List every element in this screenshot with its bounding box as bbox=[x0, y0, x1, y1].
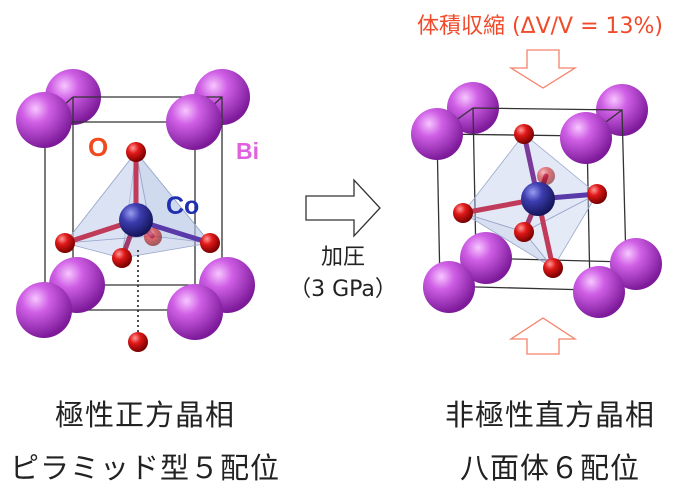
co-atom bbox=[119, 203, 153, 237]
o-atom bbox=[126, 142, 146, 162]
bi-atom bbox=[411, 108, 463, 160]
o-atom bbox=[55, 233, 75, 253]
bi-atom bbox=[167, 284, 223, 340]
down-arrow-icon bbox=[508, 49, 578, 89]
left-caption-coordination: ピラミッド型５配位 bbox=[9, 451, 280, 485]
o-atom bbox=[543, 258, 563, 278]
o-atom bbox=[128, 332, 148, 352]
label-co: Co bbox=[166, 192, 199, 220]
bi-atom bbox=[166, 94, 222, 150]
o-atom bbox=[514, 124, 534, 144]
o-atom bbox=[514, 222, 534, 242]
compression-label: 体積収縮 (ΔV/V = 13%) bbox=[417, 14, 663, 39]
o-atom bbox=[144, 228, 162, 246]
right-structure: 体積収縮 (ΔV/V = 13%) bbox=[411, 14, 663, 355]
o-atom bbox=[453, 203, 473, 223]
bi-atom bbox=[560, 112, 612, 164]
o-atom bbox=[587, 184, 607, 204]
o-atom bbox=[112, 248, 132, 268]
up-arrow-icon bbox=[508, 317, 578, 355]
o-atom bbox=[537, 167, 555, 185]
bi-atom bbox=[16, 282, 72, 338]
left-caption-phase: 極性正方晶相 bbox=[54, 398, 235, 432]
o-atom bbox=[200, 233, 220, 253]
pressure-value: （3 GPa） bbox=[289, 277, 397, 302]
co-atom bbox=[521, 182, 555, 216]
bi-atom bbox=[16, 92, 72, 148]
right-caption-phase: 非極性直方晶相 bbox=[444, 398, 655, 432]
bi-atom bbox=[460, 232, 512, 284]
right-caption-coordination: 八面体６配位 bbox=[459, 451, 640, 485]
transition-arrow: 加圧 （3 GPa） bbox=[289, 178, 397, 302]
bi-atom bbox=[573, 266, 625, 318]
bi-atom bbox=[610, 238, 662, 290]
label-o: O bbox=[88, 132, 108, 162]
pressure-label: 加圧 bbox=[321, 245, 365, 270]
left-structure: O Co Bi bbox=[16, 69, 259, 352]
right-arrow-icon bbox=[305, 178, 381, 238]
label-bi: Bi bbox=[236, 138, 259, 164]
bi-atom bbox=[423, 261, 475, 313]
